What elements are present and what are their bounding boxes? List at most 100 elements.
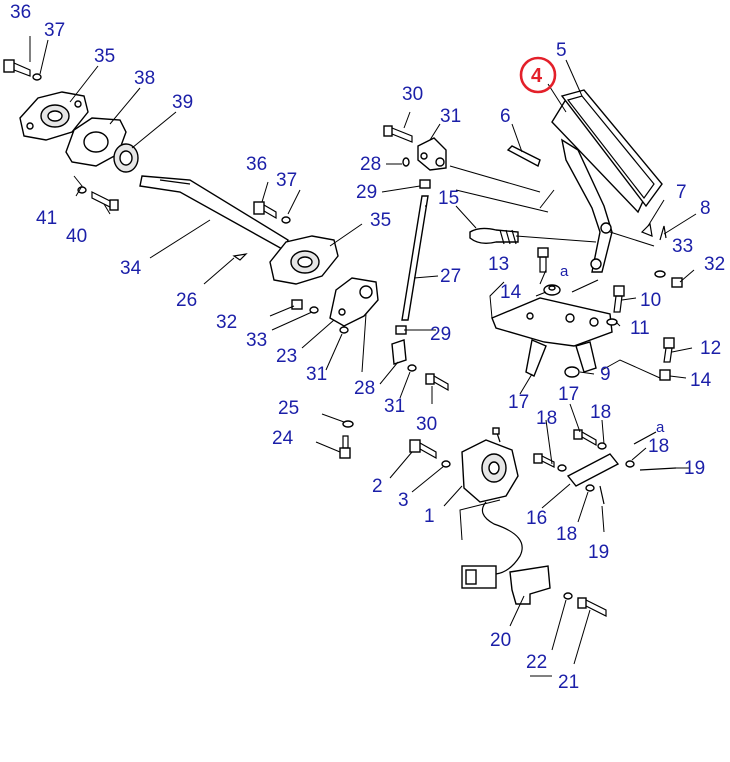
washer-3: [441, 460, 451, 468]
callout-4-highlighted: 4: [531, 65, 543, 87]
washer-33-right: [654, 270, 666, 278]
callout-16: 16: [526, 508, 547, 529]
callout-12: 12: [700, 338, 721, 359]
callout-36-top: 36: [10, 2, 31, 23]
callout-21: 21: [558, 672, 579, 693]
washer-31-mid: [339, 326, 349, 334]
pedal-arm: [560, 138, 613, 273]
bearing-flange-35-mid: [269, 235, 339, 285]
nut-14-right: [659, 369, 671, 381]
callout-39: 39: [172, 92, 193, 113]
bearing-flange-35-top: [19, 91, 89, 141]
callout-1: 1: [424, 506, 435, 527]
callout-13: 13: [488, 254, 509, 275]
bolt-2: [409, 439, 437, 460]
callout-17-right: 17: [558, 384, 579, 405]
callout-29-top: 29: [356, 182, 377, 203]
wire-harness: [481, 501, 523, 575]
pin-26: [232, 253, 248, 261]
bolt-12: [663, 337, 675, 363]
callout-41: 41: [36, 208, 57, 229]
callout-14-top: 14: [500, 282, 522, 303]
bolt-36-mid: [253, 201, 277, 220]
nut-29-top: [419, 179, 431, 189]
callout-6: 6: [500, 106, 511, 127]
pin-19-low: [599, 485, 605, 505]
rod-27: [401, 195, 429, 321]
washer-18-mid: [597, 442, 607, 450]
nut-9: [564, 366, 580, 378]
callout-19-low: 19: [588, 542, 609, 563]
bolt-10: [613, 285, 625, 313]
callout-34: 34: [120, 258, 142, 279]
callout-2: 2: [372, 476, 383, 497]
callout-35-mid: 35: [370, 210, 391, 231]
arrow-a-top: [571, 279, 599, 293]
nut-14-top: [543, 284, 561, 296]
callout-40: 40: [66, 226, 87, 247]
callout-29-bottom: 29: [430, 324, 451, 345]
washer-37-mid: [281, 216, 291, 224]
callout-18-mid: 18: [590, 402, 611, 423]
gasket-38: [65, 117, 127, 167]
pin-28-top: [402, 157, 410, 167]
callout-19-right: 19: [684, 458, 705, 479]
bushing-39: [113, 143, 139, 173]
nut-32-right: [671, 277, 683, 288]
bolt-17-left: [533, 453, 555, 468]
washer-18-right: [625, 460, 635, 468]
callout-3: 3: [398, 490, 409, 511]
connector: [461, 565, 497, 589]
washer-22: [563, 592, 573, 600]
callout-28-bottom: 28: [354, 378, 375, 399]
callout-a-bottom: a: [656, 419, 665, 436]
callout-11: 11: [630, 318, 650, 339]
washer-33-mid: [309, 306, 319, 314]
pin-19-right: [639, 467, 677, 471]
callout-a-top: a: [560, 263, 569, 280]
spring-15: [469, 227, 519, 245]
callout-18-right: 18: [648, 436, 669, 457]
callout-labels: 36 37 35 38 39 41 40 34 36 37 35 26 30 3…: [10, 2, 725, 693]
callout-33-mid: 33: [246, 330, 267, 351]
callout-24: 24: [272, 428, 294, 449]
callout-33-right: 33: [672, 236, 693, 257]
bolt-40: [91, 191, 119, 211]
bracket-20: [509, 565, 551, 605]
pin-28-bottom: [391, 339, 407, 365]
callout-32-right: 32: [704, 254, 725, 275]
callout-18-left: 18: [536, 408, 557, 429]
washer-25: [342, 420, 354, 428]
callout-7: 7: [676, 182, 687, 203]
arrow-a-bottom: [633, 431, 657, 445]
lever-23: [329, 277, 379, 327]
callout-25: 25: [278, 398, 299, 419]
callout-27: 27: [440, 266, 461, 287]
callout-17-left: 17: [508, 392, 529, 413]
bolt-13: [537, 247, 549, 273]
callout-26: 26: [176, 290, 197, 311]
bolt-36-top: [3, 59, 31, 77]
pedal-base-bracket: [491, 297, 613, 377]
callout-15: 15: [438, 188, 459, 209]
callout-32-mid: 32: [216, 312, 237, 333]
bolt-24: [339, 435, 351, 459]
washer-18-low: [585, 484, 595, 492]
callout-30-bottom: 30: [416, 414, 437, 435]
link-16: [566, 453, 620, 487]
callout-14-right: 14: [690, 370, 712, 391]
callout-22: 22: [526, 652, 547, 673]
callout-35-top: 35: [94, 46, 115, 67]
pin-6: [506, 145, 541, 168]
leader-lines: [29, 36, 697, 665]
callout-9: 9: [600, 364, 611, 385]
callout-31-bottom: 31: [384, 396, 405, 417]
washer-18-left: [557, 464, 567, 472]
washer-11: [606, 318, 618, 326]
potentiometer-1: [461, 427, 519, 503]
washer-31-bottom: [407, 364, 417, 372]
callout-30-top: 30: [402, 84, 423, 105]
clip-7: [640, 222, 653, 237]
